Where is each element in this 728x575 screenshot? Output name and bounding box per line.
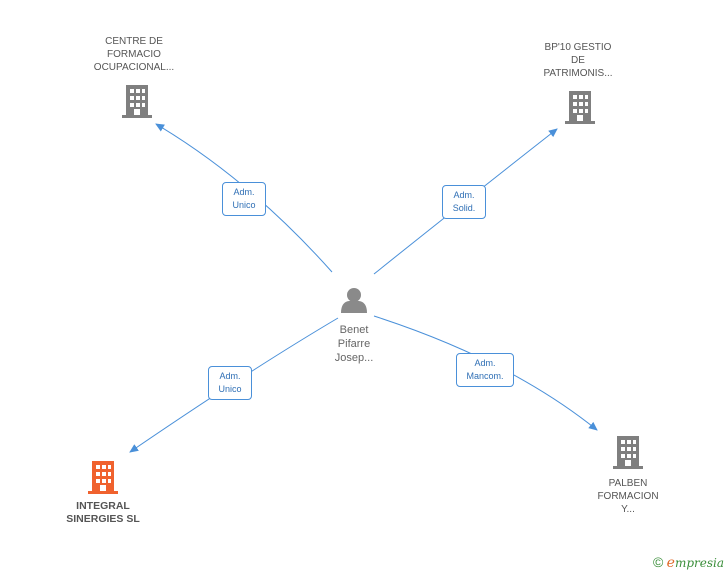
node-label-integral[interactable]: INTEGRAL SINERGIES SL [50, 500, 156, 526]
node-label-bp10[interactable]: BP'10 GESTIO DE PATRIMONIS... [528, 41, 628, 80]
edge-label-integral[interactable]: Adm. Unico [208, 366, 252, 400]
edge-label-line: Adm. [219, 371, 241, 381]
edge-label-palben[interactable]: Adm. Mancom. [456, 353, 514, 387]
node-label-line: SINERGIES SL [66, 513, 140, 525]
edge-label-bp10[interactable]: Adm. Solid. [442, 185, 486, 219]
person-icon [341, 288, 367, 313]
node-label-line: OCUPACIONAL... [93, 62, 175, 73]
node-label-line: FORMACIO [107, 49, 161, 60]
building-icon [565, 91, 595, 124]
building-icon-main [88, 461, 118, 494]
node-label-line: Y... [621, 504, 635, 515]
brand-e: e [666, 555, 675, 571]
node-label-palben[interactable]: PALBEN FORMACION Y... [578, 477, 678, 516]
brand-rest: mpresia [674, 556, 724, 570]
building-icon [613, 436, 643, 469]
node-label-line: BP'10 GESTIO [544, 42, 612, 53]
edge-label-line: Solid. [452, 203, 476, 213]
building-icon [122, 85, 152, 118]
empresia-logo[interactable]: © empresia [653, 554, 724, 571]
node-label-line: CENTRE DE [105, 36, 163, 47]
node-label-line: FORMACION [597, 491, 659, 502]
node-label-line: Josep... [334, 352, 374, 364]
node-label-line: PATRIMONIS... [543, 68, 613, 79]
node-label-centre[interactable]: CENTRE DE FORMACIO OCUPACIONAL... [84, 35, 184, 74]
edge-label-line: Adm. [233, 187, 255, 197]
node-label-line: PALBEN [608, 478, 648, 489]
copyright-symbol: © [652, 554, 664, 570]
edge-label-centre[interactable]: Adm. Unico [222, 182, 266, 216]
edge-label-line: Unico [232, 200, 256, 210]
node-label-line: Benet [339, 324, 369, 336]
edge-label-line: Mancom. [466, 371, 504, 381]
node-label-line: INTEGRAL [76, 500, 130, 512]
edge-label-line: Adm. [453, 190, 475, 200]
node-label-line: Pifarre [337, 338, 371, 350]
edge-label-line: Unico [218, 384, 242, 394]
edge-label-line: Adm. [474, 358, 496, 368]
center-person-label[interactable]: Benet Pifarre Josep... [312, 323, 396, 365]
node-label-line: DE [571, 55, 585, 66]
